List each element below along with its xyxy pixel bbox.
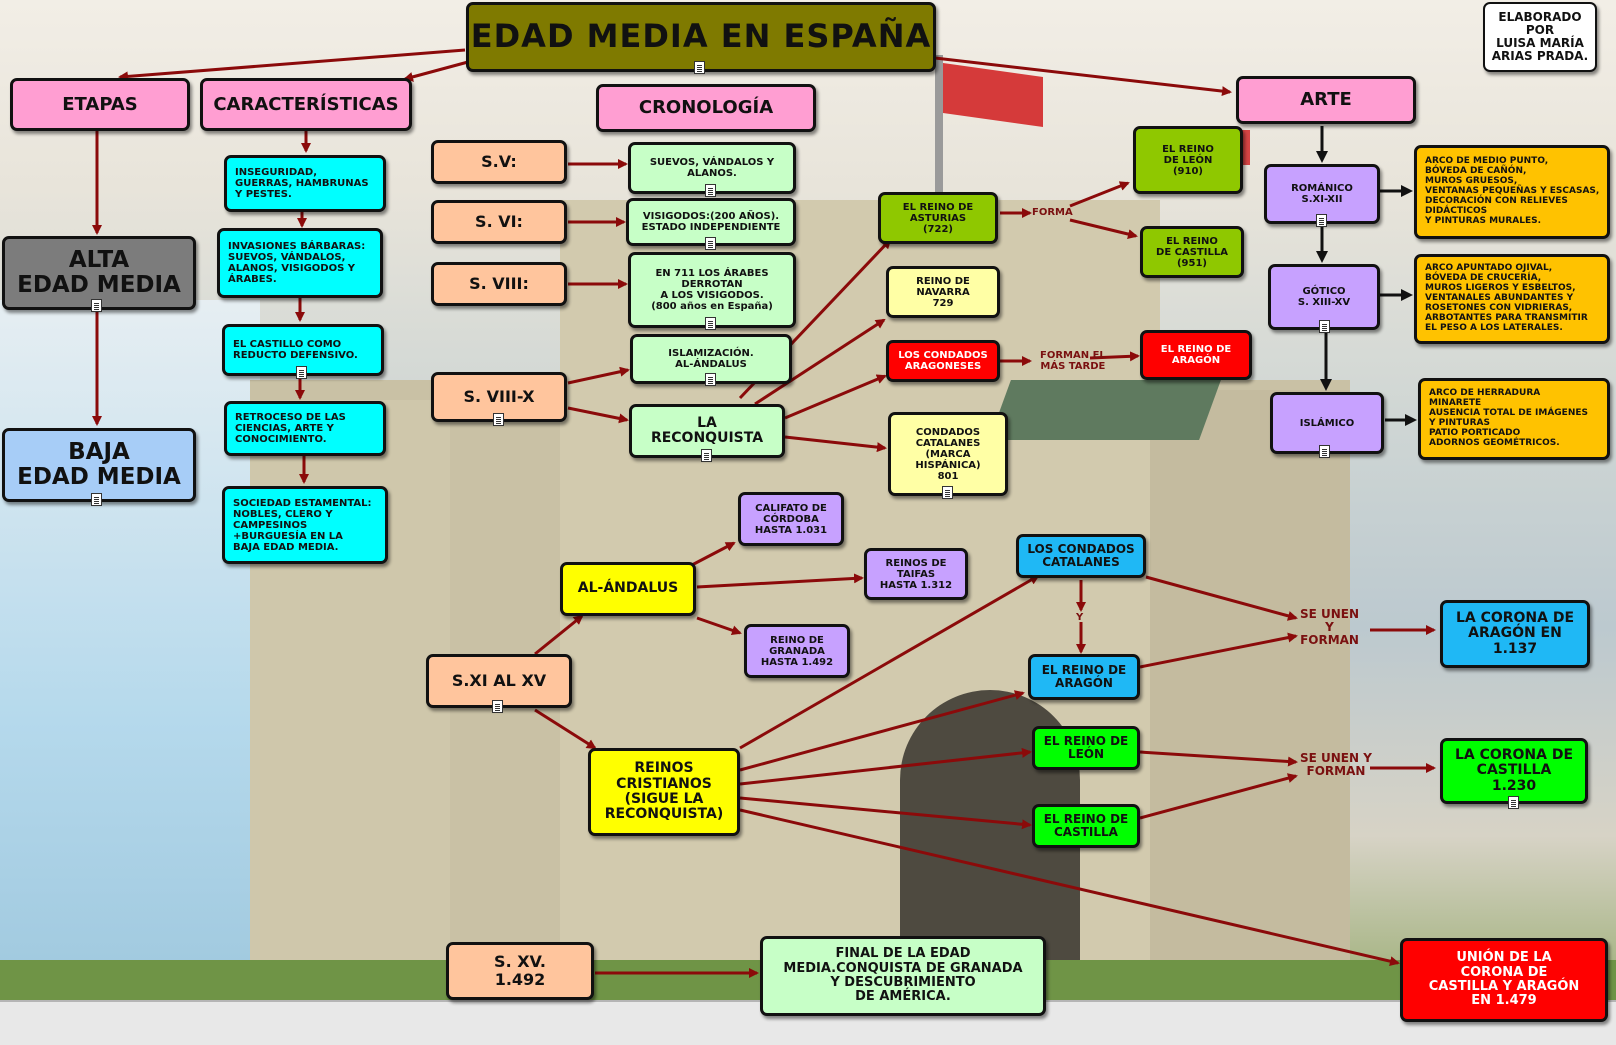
section-caracteristicas[interactable]: CARACTERÍSTICAS — [200, 78, 412, 131]
link-title-arte — [934, 56, 1232, 97]
caracteristica-5[interactable]: SOCIEDAD ESTAMENTAL: NOBLES, CLERO Y CAM… — [222, 486, 388, 564]
note-icon[interactable] — [705, 317, 716, 330]
arte-gotico-desc[interactable]: ARCO APUNTADO OJIVAL, BÓVEDA DE CRUCERÍA… — [1414, 254, 1610, 344]
link-s8-10-reconquista — [567, 406, 629, 424]
link-cristianos-leon — [739, 747, 1032, 786]
link-cristianos-catalanes — [739, 574, 1040, 750]
link-leon-seunen — [1139, 750, 1298, 767]
califato-cordoba[interactable]: CALIFATO DE CÓRDOBA HASTA 1.031 — [738, 492, 844, 546]
corona-aragon[interactable]: LA CORONA DE ARAGÓN EN 1.137 — [1440, 600, 1590, 668]
chrono-s6[interactable]: S. VI: — [431, 200, 567, 244]
chrono-s5[interactable]: S.V: — [431, 140, 567, 184]
arte-islamico-desc[interactable]: ARCO DE HERRADURA MINARETE AUSENCIA TOTA… — [1418, 378, 1610, 460]
link-s11-cristianos — [534, 708, 597, 750]
al-andalus[interactable]: AL-ÁNDALUS — [560, 562, 696, 616]
caracteristica-2[interactable]: INVASIONES BÁRBARAS: SUEVOS, VÁNDALOS, A… — [217, 228, 383, 298]
link-forman-aragon — [1089, 351, 1140, 362]
note-icon[interactable] — [705, 373, 716, 386]
note-icon[interactable] — [942, 486, 953, 499]
reinos-cristianos[interactable]: REINOS CRISTIANOS (SIGUE LA RECONQUISTA) — [588, 748, 740, 836]
link-s11-andalus — [534, 614, 584, 656]
link-reconq-catalanes — [784, 435, 887, 453]
reino-asturias[interactable]: EL REINO DE ASTURIAS (722) — [878, 192, 998, 244]
link-cristianos-aragon — [739, 690, 1025, 772]
link-forma-castilla — [1069, 218, 1138, 239]
reino-castilla[interactable]: EL REINO DE CASTILLA — [1032, 804, 1140, 848]
note-icon[interactable] — [1319, 320, 1330, 333]
author-box: ELABORADO POR LUISA MARÍA ARIAS PRADA. — [1483, 2, 1597, 72]
label-forman-mas-tarde: FORMAN EL MÁS TARDE — [1040, 350, 1106, 372]
link-aragon-seunen — [1139, 632, 1298, 669]
link-cristianos-castilla — [739, 796, 1032, 830]
etapa-baja[interactable]: BAJA EDAD MEDIA — [2, 428, 196, 502]
condados-aragoneses[interactable]: LOS CONDADOS ARAGONESES — [886, 340, 1000, 382]
link-title-caracteristicas — [403, 60, 469, 82]
note-icon[interactable] — [91, 493, 102, 506]
label-se-unen-2: SE UNEN Y FORMAN — [1300, 751, 1372, 779]
link-title-etapas — [118, 48, 466, 82]
sky-background — [0, 300, 260, 1000]
note-icon[interactable] — [91, 299, 102, 312]
label-forma: FORMA — [1032, 207, 1073, 218]
chrono-s15[interactable]: S. XV. 1.492 — [446, 942, 594, 1000]
arte-romanico-desc[interactable]: ARCO DE MEDIO PUNTO, BÓVEDA DE CAÑÓN, MU… — [1414, 145, 1610, 239]
castle-tower-right — [1150, 390, 1350, 1010]
reino-navarra[interactable]: REINO DE NAVARRA 729 — [886, 266, 1000, 318]
note-icon[interactable] — [1316, 214, 1327, 227]
label-y: Y — [1076, 612, 1084, 623]
link-reconq-aragoneses — [784, 374, 887, 420]
link-andalus-granada — [696, 616, 742, 636]
link-catalanes-seunen — [1145, 575, 1298, 621]
note-icon[interactable] — [705, 237, 716, 250]
note-icon[interactable] — [296, 366, 307, 379]
note-icon[interactable] — [493, 413, 504, 426]
link-castilla-seunen — [1139, 773, 1298, 820]
note-icon[interactable] — [705, 184, 716, 197]
reino-castilla-951[interactable]: EL REINO DE CASTILLA (951) — [1140, 226, 1244, 278]
los-condados-catalanes[interactable]: LOS CONDADOS CATALANES — [1016, 534, 1146, 578]
final-edad-media[interactable]: FINAL DE LA EDAD MEDIA.CONQUISTA DE GRAN… — [760, 936, 1046, 1016]
section-cronologia[interactable]: CRONOLOGÍA — [596, 84, 816, 132]
link-andalus-califato — [689, 541, 736, 568]
flag-pole — [935, 55, 943, 205]
reino-leon[interactable]: EL REINO DE LEÓN — [1032, 726, 1140, 770]
condados-catalanes-801[interactable]: CONDADOS CATALANES (MARCA HISPÁNICA) 801 — [888, 412, 1008, 496]
arte-islamico[interactable]: ISLÁMICO — [1270, 392, 1384, 454]
section-etapas[interactable]: ETAPAS — [10, 78, 190, 131]
chrono-s8[interactable]: S. VIII: — [431, 262, 567, 306]
reino-granada[interactable]: REINO DE GRANADA HASTA 1.492 — [744, 624, 850, 678]
label-se-unen-1: SE UNEN Y FORMAN — [1300, 607, 1360, 648]
section-arte[interactable]: ARTE — [1236, 76, 1416, 124]
link-forma-leon — [1069, 181, 1130, 208]
link-s8-10-islam — [567, 366, 630, 385]
reino-aragon-2[interactable]: EL REINO DE ARAGÓN — [1028, 654, 1140, 700]
title-box[interactable]: EDAD MEDIA EN ESPAÑA — [466, 2, 936, 72]
link-cristianos-union — [739, 808, 1400, 967]
chrono-s11-15[interactable]: S.XI AL XV — [426, 654, 572, 708]
union-coronas[interactable]: UNIÓN DE LA CORONA DE CASTILLA Y ARAGÓN … — [1400, 938, 1608, 1022]
note-icon[interactable] — [1319, 445, 1330, 458]
link-reconq-navarra — [754, 318, 886, 406]
chrono-s8-desc[interactable]: EN 711 LOS ÁRABES DERROTAN A LOS VISIGOD… — [628, 252, 796, 328]
note-icon[interactable] — [1508, 796, 1519, 809]
link-andalus-taifas — [696, 573, 864, 589]
reinos-taifas[interactable]: REINOS DE TAIFAS HASTA 1.312 — [864, 548, 968, 600]
reino-leon-910[interactable]: EL REINO DE LEÓN (910) — [1133, 126, 1243, 194]
etapa-alta[interactable]: ALTA EDAD MEDIA — [2, 236, 196, 310]
caracteristica-4[interactable]: RETROCESO DE LAS CIENCIAS, ARTE Y CONOCI… — [224, 401, 386, 456]
note-icon[interactable] — [701, 449, 712, 462]
arte-gotico[interactable]: GÓTICO S. XIII-XV — [1268, 264, 1380, 330]
caracteristica-1[interactable]: INSEGURIDAD, GUERRAS, HAMBRUNAS Y PESTES… — [224, 155, 386, 212]
note-icon[interactable] — [492, 700, 503, 713]
reino-aragon[interactable]: EL REINO DE ARAGÓN — [1140, 330, 1252, 380]
note-icon[interactable] — [694, 61, 705, 74]
corona-castilla[interactable]: LA CORONA DE CASTILLA 1.230 — [1440, 738, 1588, 804]
